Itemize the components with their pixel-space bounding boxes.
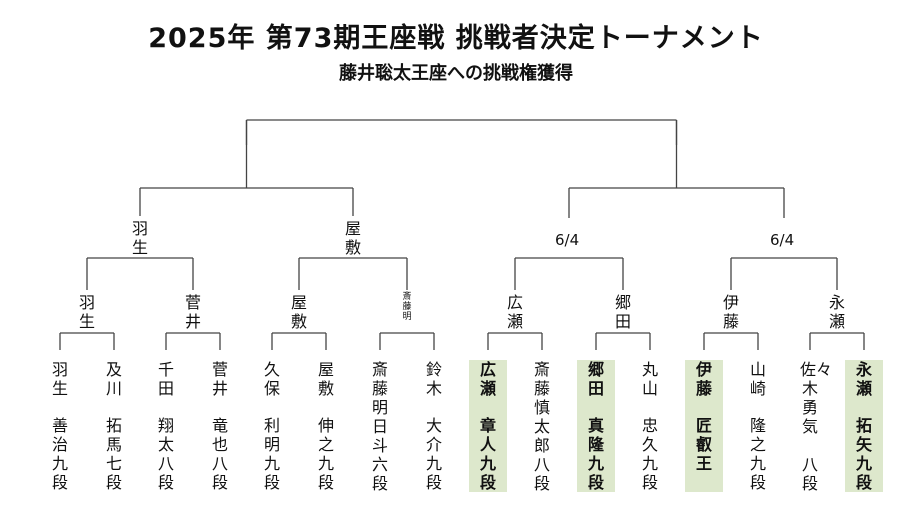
player-family-name: 千田 xyxy=(157,360,174,398)
player-entry: 屋敷伸之九段 xyxy=(307,360,345,492)
player-entry: 佐々木勇気八段 xyxy=(791,360,833,493)
player-entry: 郷田真隆九段 xyxy=(577,360,615,492)
round1-winner-name: 広瀬 xyxy=(506,293,523,331)
player-entry: 斎藤慎太郎八段 xyxy=(523,360,561,493)
player-entry: 及川拓馬七段 xyxy=(95,360,133,492)
player-given-and-rank: 章人九段 xyxy=(479,416,496,492)
player-entry: 斎藤明日斗六段 xyxy=(361,360,399,493)
player-family-name: 久保 xyxy=(263,360,280,398)
player-given-and-rank: 竜也八段 xyxy=(211,416,228,492)
player-entry: 広瀬章人九段 xyxy=(469,360,507,492)
player-family-name: 広瀬 xyxy=(479,360,496,398)
player-entry: 菅井竜也八段 xyxy=(201,360,239,492)
player-family-name: 佐々木勇気 xyxy=(800,360,833,436)
player-family-name: 斎藤慎太郎 xyxy=(533,360,550,455)
round1-winner-name: 斎藤明 xyxy=(402,292,412,322)
match-date: 6/4 xyxy=(555,231,580,249)
player-entry: 鈴木大介九段 xyxy=(415,360,453,492)
player-family-name: 斎藤明日斗 xyxy=(371,360,388,455)
player-family-name: 山崎 xyxy=(749,360,766,398)
player-entry: 伊藤匠叡王 xyxy=(685,360,723,492)
player-entry: 永瀬拓矢九段 xyxy=(845,360,883,492)
round2-winner-name: 羽生 xyxy=(131,219,148,257)
player-family-name: 丸山 xyxy=(641,360,658,398)
player-given-and-rank: 翔太八段 xyxy=(157,416,174,492)
player-family-name: 伊藤 xyxy=(695,360,712,398)
player-given-and-rank: 伸之九段 xyxy=(317,416,334,492)
player-entry: 山崎隆之九段 xyxy=(739,360,777,492)
player-family-name: 永瀬 xyxy=(855,360,872,398)
player-entry: 久保利明九段 xyxy=(253,360,291,492)
player-given-and-rank: 八段 xyxy=(801,455,818,493)
player-given-and-rank: 六段 xyxy=(371,455,388,493)
player-given-and-rank: 拓馬七段 xyxy=(105,416,122,492)
round1-winner-name: 羽生 xyxy=(78,293,95,331)
round1-winner-name: 郷田 xyxy=(614,293,631,331)
player-family-name: 屋敷 xyxy=(317,360,334,398)
player-entry: 千田翔太八段 xyxy=(147,360,185,492)
player-family-name: 郷田 xyxy=(587,360,604,398)
player-given-and-rank: 八段 xyxy=(533,455,550,493)
page-subtitle: 藤井聡太王座への挑戦権獲得 xyxy=(339,63,573,84)
round1-winner-name: 永瀬 xyxy=(828,293,845,331)
player-given-and-rank: 利明九段 xyxy=(263,416,280,492)
player-family-name: 鈴木 xyxy=(425,360,442,398)
round1-winner-name: 菅井 xyxy=(184,293,201,331)
player-given-and-rank: 善治九段 xyxy=(51,416,68,492)
page-title: 2025年 第73期王座戦 挑戦者決定トーナメント xyxy=(148,23,764,54)
player-given-and-rank: 隆之九段 xyxy=(749,416,766,492)
player-family-name: 及川 xyxy=(105,360,122,398)
player-given-and-rank: 忠久九段 xyxy=(641,416,658,492)
round1-winner-name: 屋敷 xyxy=(290,293,307,331)
player-given-and-rank: 拓矢九段 xyxy=(855,416,872,492)
round1-winner-name: 伊藤 xyxy=(722,293,739,331)
player-entry: 羽生善治九段 xyxy=(41,360,79,492)
round2-winner-name: 屋敷 xyxy=(344,219,361,257)
player-given-and-rank: 大介九段 xyxy=(425,416,442,492)
player-entry: 丸山忠久九段 xyxy=(631,360,669,492)
player-family-name: 羽生 xyxy=(51,360,68,398)
player-family-name: 菅井 xyxy=(211,360,228,398)
player-given-and-rank: 匠叡王 xyxy=(695,416,712,473)
player-given-and-rank: 真隆九段 xyxy=(587,416,604,492)
match-date: 6/4 xyxy=(770,231,795,249)
